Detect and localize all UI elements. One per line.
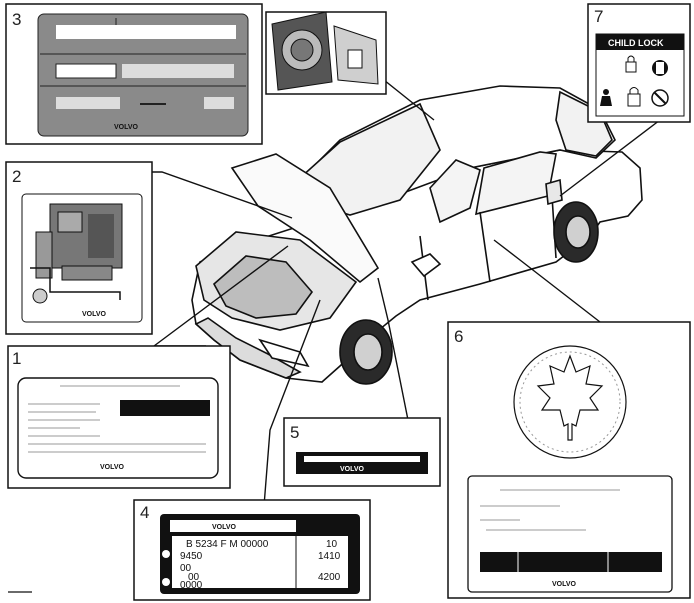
brand-logo-3: VOLVO bbox=[114, 124, 139, 131]
panel-5: 5 VOLVO bbox=[284, 418, 440, 486]
callout-4: 4 bbox=[140, 503, 149, 522]
plate-right-3: 4200 bbox=[318, 572, 341, 583]
callout-6: 6 bbox=[454, 327, 463, 346]
plate-row-1: 9450 bbox=[180, 551, 203, 562]
brand-logo-5: VOLVO bbox=[340, 466, 365, 473]
callout-5: 5 bbox=[290, 423, 299, 442]
panel-4: 4 VOLVO B 5234 F M 00000 9450 00 00 0000… bbox=[134, 500, 370, 600]
panel-2: 2 VOLVO bbox=[6, 162, 152, 334]
panel-7: 7 CHILD LOCK bbox=[588, 4, 690, 122]
callout-3: 3 bbox=[12, 10, 21, 29]
lock-disabled-icon bbox=[652, 60, 668, 76]
fuel-flap-inset bbox=[266, 12, 386, 94]
panel-3: 3 VOLVO bbox=[6, 4, 262, 144]
callout-2: 2 bbox=[12, 167, 21, 186]
panel-6: 6 VOLVO bbox=[448, 322, 690, 598]
callout-7: 7 bbox=[594, 7, 603, 26]
plate-row-4: 0000 bbox=[180, 580, 203, 591]
child-lock-title: CHILD LOCK bbox=[608, 38, 664, 48]
plate-code-line: B 5234 F M 00000 bbox=[186, 539, 269, 550]
brand-logo-1: VOLVO bbox=[100, 464, 125, 471]
no-entry-icon bbox=[652, 90, 668, 106]
brand-logo-6: VOLVO bbox=[552, 581, 577, 588]
brand-logo-2: VOLVO bbox=[82, 311, 107, 318]
brand-logo-4: VOLVO bbox=[212, 524, 237, 531]
plate-right-1: 10 bbox=[326, 539, 338, 550]
plate-right-2: 1410 bbox=[318, 551, 341, 562]
callout-1: 1 bbox=[12, 349, 21, 368]
panel-1: 1 VOLVO bbox=[8, 346, 230, 488]
